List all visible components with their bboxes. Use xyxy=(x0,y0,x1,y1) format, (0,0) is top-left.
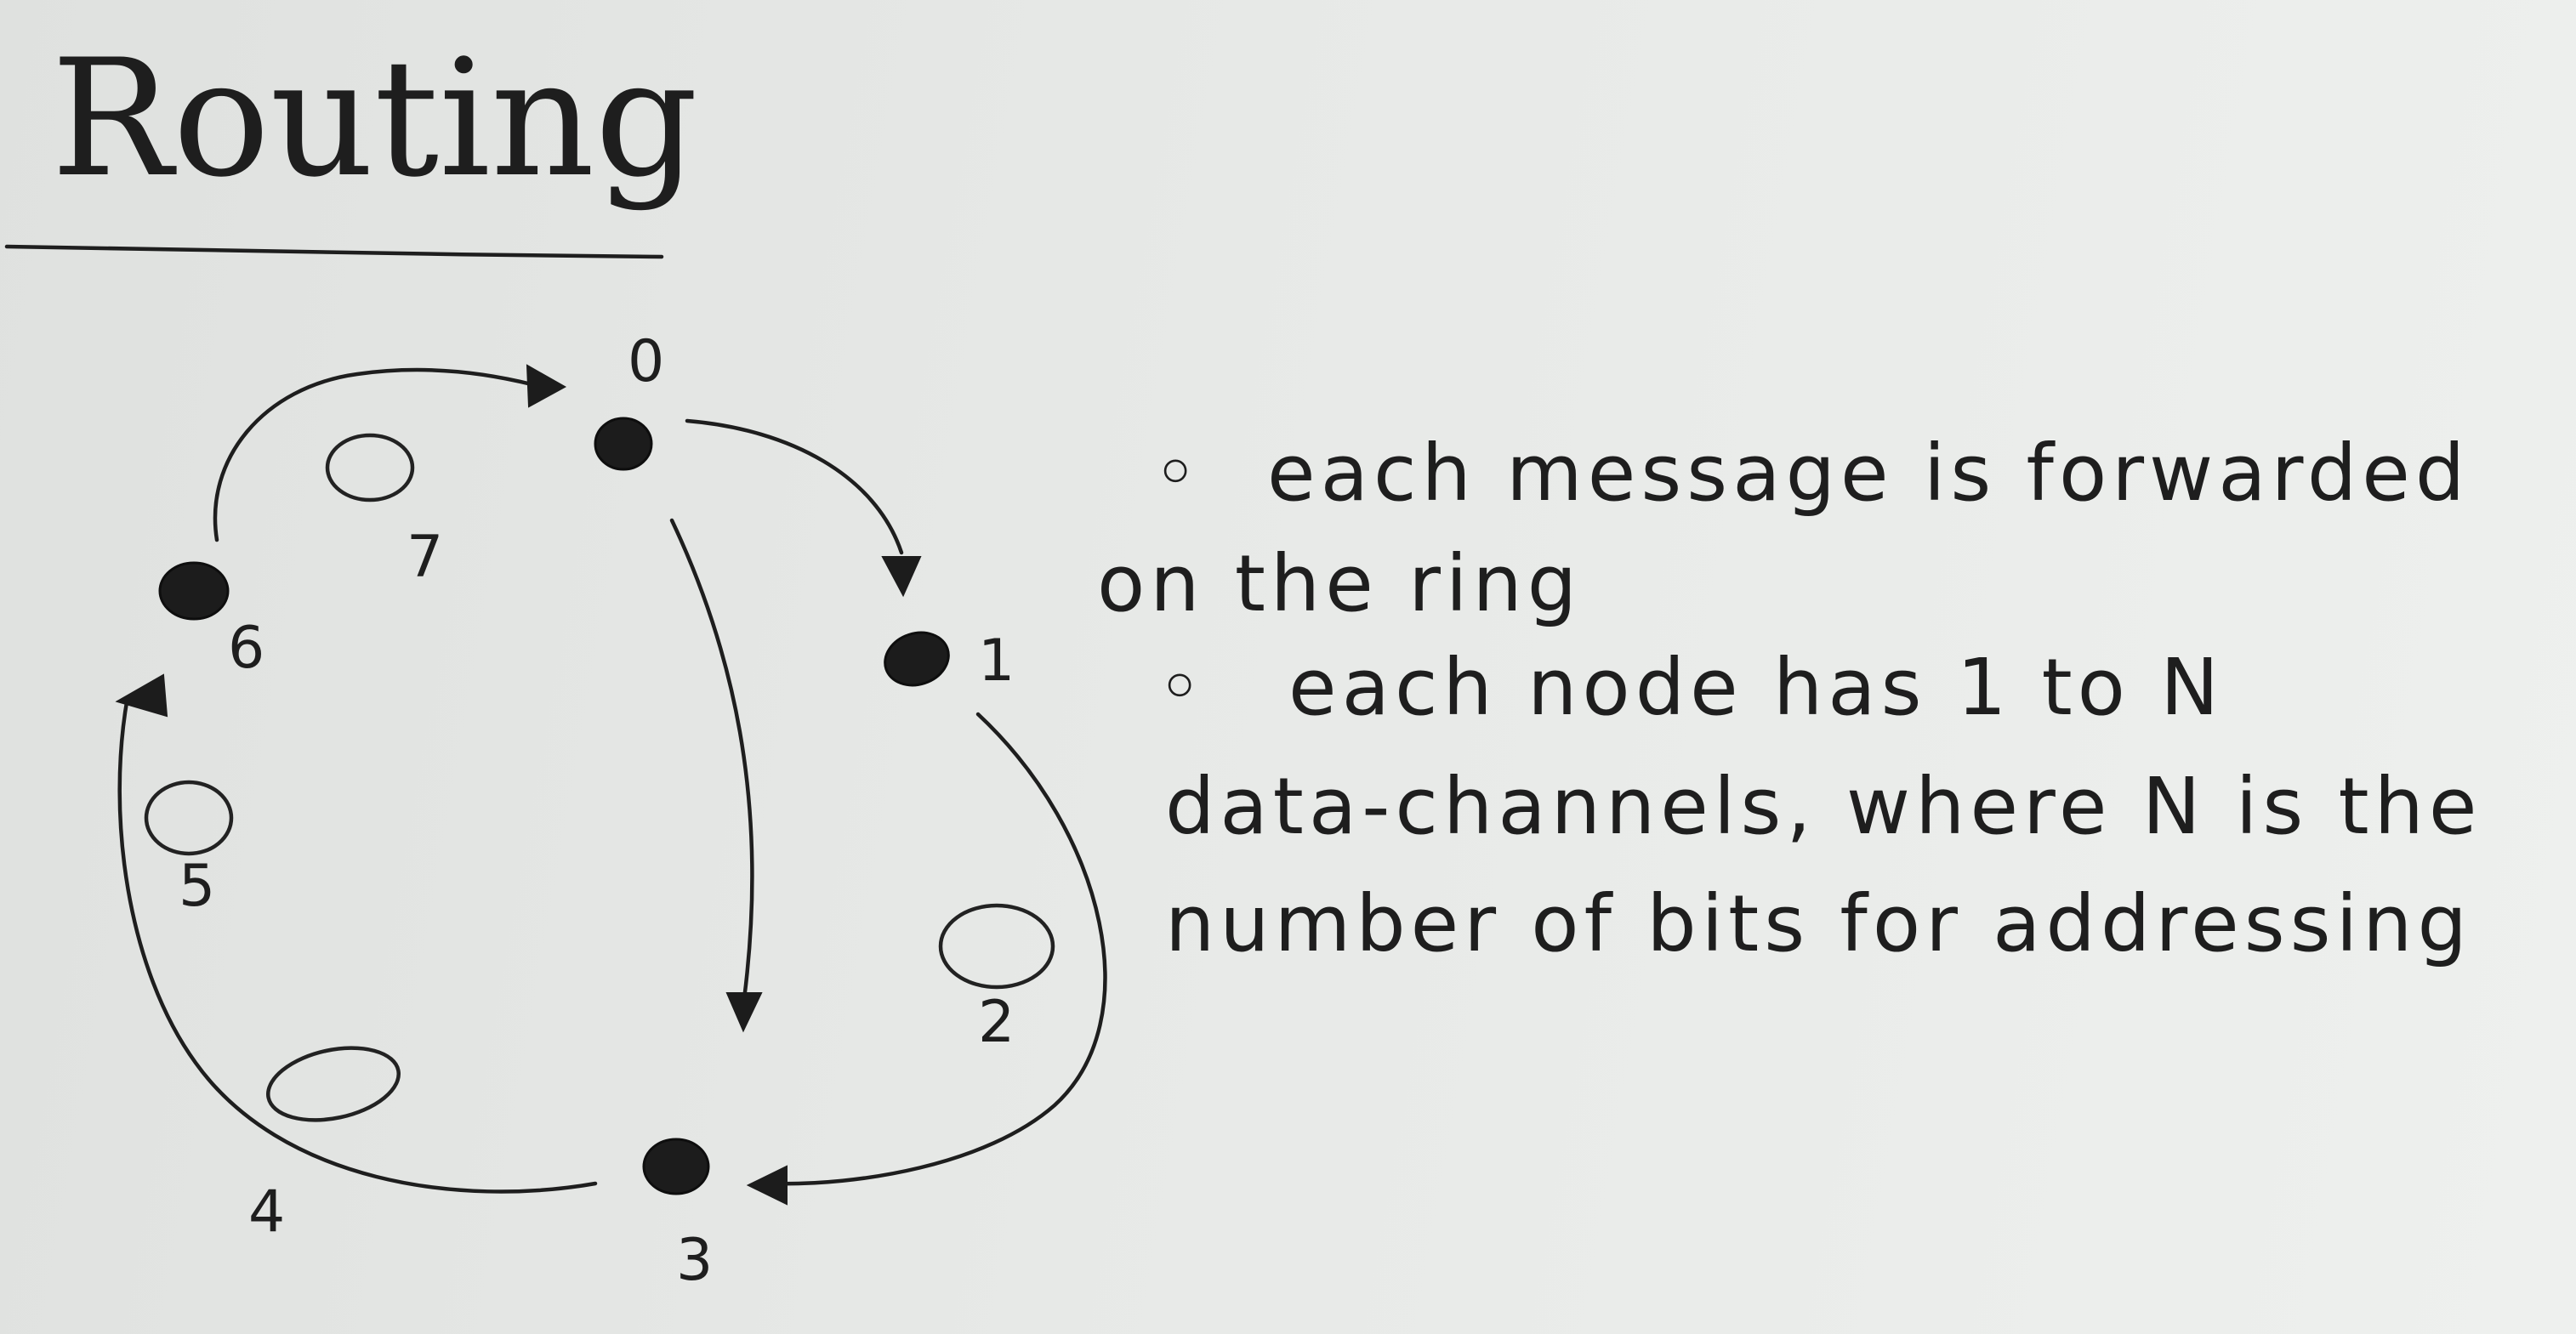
node-label-5: 5 xyxy=(179,853,215,920)
edge-1-to-3 xyxy=(767,712,1107,1186)
note-1-line-2: on the ring xyxy=(1097,538,1582,629)
node-label-2: 2 xyxy=(978,989,1015,1056)
ring-node-1 xyxy=(884,631,950,687)
arrow-head-into-1 xyxy=(881,556,922,598)
arrow-heads xyxy=(115,364,922,1206)
edge-6-to-0 xyxy=(213,367,534,542)
edge-0-to-1 xyxy=(685,418,904,555)
note-1-bullet: ◦ xyxy=(1152,428,1203,519)
arrow-head-cross-into-3 xyxy=(725,992,763,1033)
note-2-bullet: ◦ xyxy=(1157,642,1208,733)
ring-node-0 xyxy=(594,417,653,471)
arrow-head-into-3 xyxy=(746,1165,788,1206)
note-2-line-3: number of bits for addressing xyxy=(1165,878,2472,969)
ring-edges xyxy=(117,367,1107,1194)
ring-node-6 xyxy=(158,561,230,621)
ring-node-2 xyxy=(938,903,1055,990)
edge-3-to-6 xyxy=(117,695,598,1194)
page-title: Routing xyxy=(51,25,698,213)
title-underline xyxy=(4,244,664,259)
arrow-head-into-6 xyxy=(115,673,168,718)
node-label-1: 1 xyxy=(978,627,1015,695)
node-labels: 0 1 2 3 4 5 6 7 xyxy=(179,328,1015,1294)
note-2-line-2: data-channels, where N is the xyxy=(1165,761,2482,852)
edge-0-to-3 xyxy=(669,518,754,1002)
ring-nodes xyxy=(144,417,1055,1195)
note-1-line-1: each message is forwarded xyxy=(1267,428,2470,519)
ring-node-5 xyxy=(144,780,234,856)
node-label-7: 7 xyxy=(407,524,443,591)
ring-node-3 xyxy=(642,1138,710,1195)
ring-node-7 xyxy=(325,433,415,502)
note-2-line-1: each node has 1 to N xyxy=(1288,642,2224,733)
node-label-4: 4 xyxy=(248,1178,285,1246)
node-label-6: 6 xyxy=(228,615,264,682)
node-label-3: 3 xyxy=(676,1227,713,1294)
arrow-head-into-0 xyxy=(526,364,567,408)
ring-node-4 xyxy=(266,1046,401,1122)
node-label-0: 0 xyxy=(628,328,664,395)
notes: ◦ each message is forwarded on the ring … xyxy=(1097,428,2482,969)
